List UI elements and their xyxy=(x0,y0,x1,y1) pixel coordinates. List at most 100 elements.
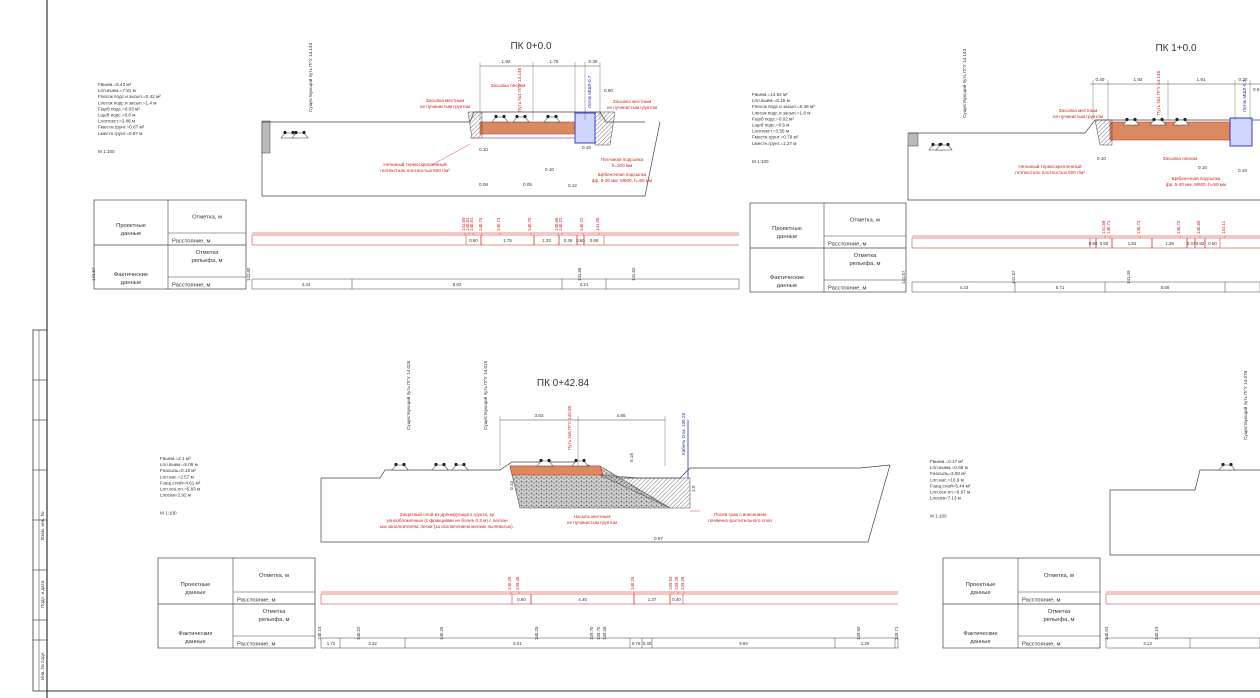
dim-value: 1.91 xyxy=(1197,77,1206,82)
table-label-box xyxy=(157,557,316,649)
fact-distance: 1.29 xyxy=(861,641,870,646)
project-label: Проектные xyxy=(181,582,211,588)
red-note: Посев трав с внесением xyxy=(714,512,766,517)
proj-elevation: 140.25 xyxy=(630,576,635,590)
rail-mark-label: Отметка xyxy=(263,609,286,615)
section-parameter: Lпесок подс.и засып.=1.4 м xyxy=(98,100,156,105)
fact-elevation: 141.58 xyxy=(577,267,582,281)
dim-value: 1.0 xyxy=(691,485,696,492)
cable-tag: Кабель Отм. 139.28 xyxy=(681,413,686,455)
rail-icon xyxy=(294,130,298,135)
rail-icon xyxy=(283,130,287,135)
red-note: Нетканый термоскрепленный xyxy=(1018,163,1082,169)
dim-value: 0.13 xyxy=(509,481,514,490)
dim-value: 0.10 xyxy=(545,167,554,172)
proj-elevation: 140.68 xyxy=(554,217,559,231)
rail-icon xyxy=(546,114,550,119)
red-note: Засыпка местным xyxy=(613,99,651,104)
rail-mark-label: Отметка xyxy=(854,253,877,259)
section-parameter: Lпл.нас.=10.9 м xyxy=(930,477,964,482)
section-parameter: Fвыем.=5.43 м² xyxy=(98,82,132,87)
table-label-box xyxy=(942,557,1101,649)
rail-icon xyxy=(515,114,519,119)
proj-elevation: 140.25 xyxy=(507,576,512,590)
rail-icon xyxy=(394,462,398,467)
proj-distance: 1.82 xyxy=(1128,241,1137,246)
track-label: Существующий путь ПГУ 14.143 xyxy=(961,48,967,118)
section-parameter: Lпл.выем.=0.68 м xyxy=(930,465,968,470)
dim-value: 0.10 xyxy=(479,147,488,152)
red-note: Песчаная подсыпка xyxy=(601,157,644,162)
fact-distance: 5.58 xyxy=(1161,285,1170,290)
rail-icon xyxy=(539,458,543,463)
fact-label: данные xyxy=(970,639,990,645)
stamp-label: Подп. и дата xyxy=(40,580,45,608)
section-title: ПК 1+0.0 xyxy=(1155,43,1197,54)
ballast-fill xyxy=(509,465,604,476)
sleeper-icon xyxy=(512,116,530,123)
rail-icon xyxy=(1125,117,1129,122)
red-note: Щебеночная подсыпка xyxy=(1172,176,1221,181)
fact-distance: 8.82 xyxy=(453,282,462,287)
proj-elevation: 140.73 xyxy=(496,217,501,231)
section-scale: М 1:100 xyxy=(160,511,177,516)
red-note: Насыпь местным xyxy=(574,514,611,519)
mark-label: Отметка, м xyxy=(259,573,289,579)
section-parameter: Lгеотекст.=3.48 м xyxy=(98,119,135,124)
fact-elevation: 141.49 xyxy=(1126,270,1131,284)
project-label: данные xyxy=(185,590,205,596)
dim-value: 0.08 xyxy=(479,182,488,187)
project-label: данные xyxy=(777,234,797,240)
rail-icon xyxy=(574,458,578,463)
dim-value: 0.30 xyxy=(589,59,598,64)
fact-elevation: 141.57 xyxy=(91,267,96,281)
proj-distance: 0.59 xyxy=(1089,241,1098,246)
proj-distance: 0.40 xyxy=(672,597,681,602)
dim-value: 0.10 xyxy=(582,145,591,150)
rail-icon xyxy=(554,114,558,119)
fact-elevation: 140.03 xyxy=(1104,626,1109,640)
red-note: геотекстиль плотностью 600 г/м² xyxy=(380,168,450,173)
sleeper-icon xyxy=(391,464,409,471)
proj-distance: 0.60 xyxy=(1100,241,1109,246)
dim-value: 0.40 xyxy=(1096,77,1105,82)
fact-elevation: 139.70 xyxy=(589,626,594,640)
fact-distance: 5.71 xyxy=(1056,285,1065,290)
rail-icon xyxy=(291,130,295,135)
section-parameter: Lгеотекст.=3.55 м xyxy=(752,129,789,134)
rail-icon xyxy=(1133,117,1137,122)
rail-icon xyxy=(1175,117,1179,122)
dim-value: 0.10 xyxy=(1097,156,1106,161)
fact-elevation: 141.62 xyxy=(631,267,636,281)
fact-distance: 4.34 xyxy=(302,282,311,287)
track-tag: Путь №1 ПГУ 14.146 xyxy=(517,67,522,112)
red-note: Засыпка местным xyxy=(1059,108,1097,113)
section-parameter: Lместн.грунт.=1.27 м xyxy=(752,141,796,146)
table-label-box xyxy=(749,202,907,293)
rail-icon xyxy=(1160,117,1164,122)
ground-outline xyxy=(320,464,891,543)
sleeper-icon xyxy=(291,132,309,139)
dim-value: 1.92 xyxy=(502,59,511,64)
fact-elevation: 141.57 xyxy=(1011,270,1016,284)
rail-icon xyxy=(1152,117,1156,122)
red-note: Нетканый термоскрепленный xyxy=(383,161,447,167)
proj-elevation: 140.76 xyxy=(478,217,483,231)
proj-elevation: 140.70 xyxy=(527,217,532,231)
track-label: Существующий путь ПГУ 14.078 xyxy=(1242,370,1248,440)
rail-icon xyxy=(494,114,498,119)
fact-elevation: 141.60 xyxy=(246,267,251,281)
proj-distance: 1.39 xyxy=(1165,241,1174,246)
rail-icon xyxy=(434,462,438,467)
red-note: не пучинистым грунтом xyxy=(607,105,657,110)
fact-elevation: 140.22 xyxy=(356,626,361,640)
section-parameter: Lпл.нас.=2.57 м xyxy=(160,474,194,479)
red-note: Засыпка песком xyxy=(491,83,525,88)
red-note: Щебеночная подсыпка xyxy=(598,172,647,177)
proj-distance: 0.49 xyxy=(564,238,573,243)
tray-tag: Лоток МШЛ-0.7 xyxy=(1242,79,1247,112)
ground-outline xyxy=(907,145,1260,201)
proj-elevation: 141.59 xyxy=(461,217,466,231)
red-note: упнообломочные (с фракциями не более 0.2… xyxy=(387,518,508,523)
